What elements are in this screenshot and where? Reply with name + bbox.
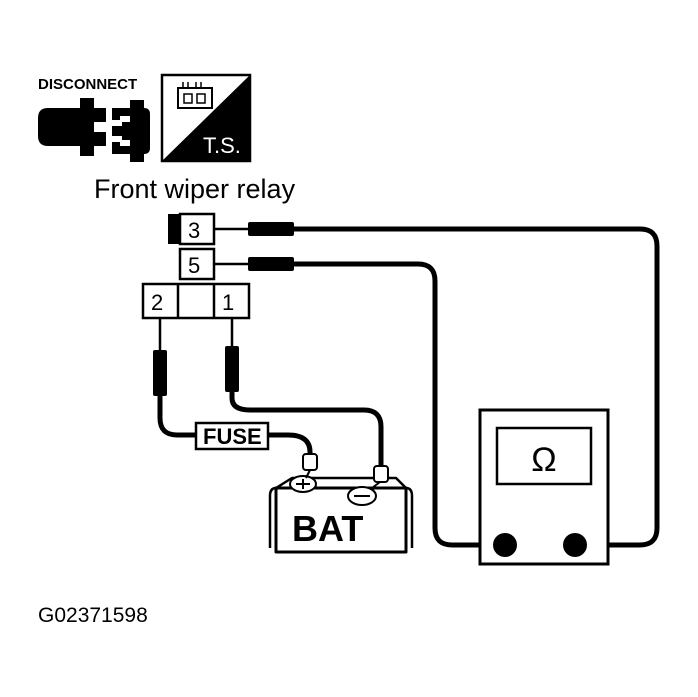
fuse: FUSE (194, 421, 270, 451)
ts-icon: T.S. (160, 73, 252, 163)
battery: BAT (268, 453, 414, 554)
disconnect-icon: DISCONNECT (38, 76, 150, 162)
ohm-symbol: Ω (531, 441, 556, 479)
connector-pictogram-icon (177, 82, 213, 109)
relay-title: Front wiper relay (94, 174, 296, 204)
wire-terminal-3-to-meter (291, 226, 660, 548)
wire-fuse-to-battery-positive (265, 432, 313, 461)
wire-terminal-1-to-battery-negative (229, 389, 384, 471)
ohmmeter: Ω (478, 408, 610, 566)
battery-label: BAT (292, 508, 363, 549)
probe-terminal-1 (225, 318, 239, 392)
meter-jack-right (563, 533, 587, 557)
wire-terminal-2-to-fuse (157, 393, 199, 438)
figure-code: G02371598 (38, 604, 148, 627)
terminal-5-label: 5 (188, 253, 200, 278)
battery-negative-terminal (347, 465, 389, 506)
terminal-2-label: 2 (151, 290, 163, 315)
battery-positive-terminal (289, 453, 318, 493)
probe-terminal-5 (214, 257, 294, 271)
probe-terminal-2 (153, 318, 167, 396)
terminal-1-label: 1 (222, 290, 234, 315)
fuse-label: FUSE (203, 424, 262, 449)
meter-jack-left (493, 533, 517, 557)
wire-terminal-5-to-meter (291, 261, 508, 548)
ts-label: T.S. (203, 133, 241, 158)
terminal-3-label: 3 (188, 218, 200, 243)
probe-terminal-3 (214, 222, 294, 236)
disconnect-label: DISCONNECT (38, 76, 137, 93)
